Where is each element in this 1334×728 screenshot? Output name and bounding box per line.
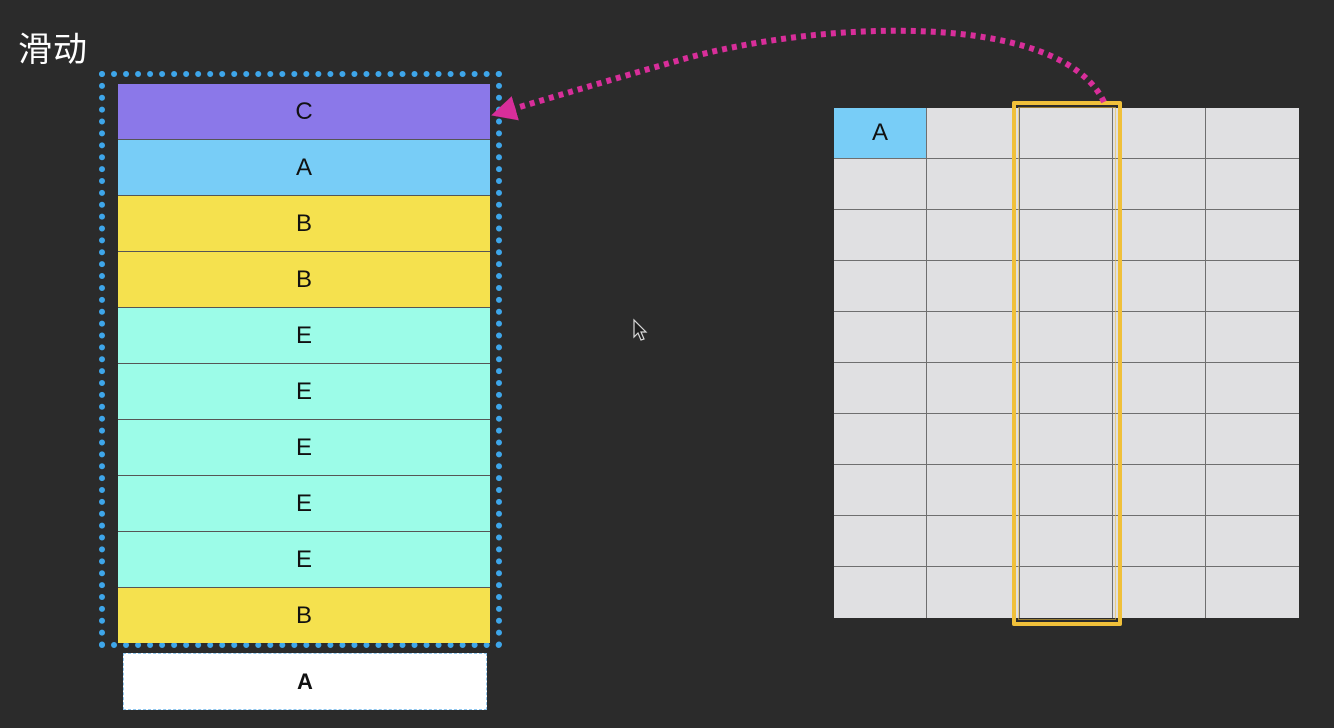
mouse-pointer-icon bbox=[633, 318, 648, 341]
grid-cell-filled: A bbox=[834, 108, 927, 159]
stack-item: A bbox=[118, 140, 490, 196]
grid-cell bbox=[1020, 312, 1113, 363]
next-item-cell: A bbox=[123, 653, 487, 710]
grid-cell bbox=[1206, 261, 1299, 312]
grid-cell bbox=[927, 108, 1020, 159]
grid-cell bbox=[927, 363, 1020, 414]
grid-cell bbox=[1206, 108, 1299, 159]
stack-item: B bbox=[118, 196, 490, 252]
stack-item: E bbox=[118, 476, 490, 532]
grid-cell bbox=[1206, 159, 1299, 210]
grid-cell bbox=[834, 567, 927, 618]
grid-cell bbox=[927, 567, 1020, 618]
column-highlight bbox=[1012, 101, 1122, 626]
grid-cell bbox=[927, 312, 1020, 363]
grid-cell bbox=[834, 312, 927, 363]
grid-cell bbox=[1113, 567, 1206, 618]
grid-cell bbox=[1020, 108, 1113, 159]
grid-cell bbox=[834, 159, 927, 210]
grid-cell bbox=[1206, 414, 1299, 465]
grid-cell bbox=[1020, 261, 1113, 312]
stack-item: C bbox=[118, 84, 490, 140]
grid-cell bbox=[1206, 312, 1299, 363]
grid-cell bbox=[927, 210, 1020, 261]
grid-cell bbox=[1113, 312, 1206, 363]
grid-cell bbox=[1113, 516, 1206, 567]
stack-item: E bbox=[118, 364, 490, 420]
grid-cell bbox=[1113, 210, 1206, 261]
grid-cell bbox=[834, 261, 927, 312]
grid-cell bbox=[834, 363, 927, 414]
grid-cell bbox=[1020, 363, 1113, 414]
grid-cell bbox=[1206, 363, 1299, 414]
grid-cell bbox=[1020, 210, 1113, 261]
grid-cell bbox=[927, 159, 1020, 210]
grid-cell bbox=[1206, 516, 1299, 567]
grid-cell bbox=[1020, 465, 1113, 516]
grid-cell bbox=[1113, 414, 1206, 465]
grid-cell bbox=[1113, 465, 1206, 516]
grid-cell bbox=[1113, 261, 1206, 312]
grid-cell bbox=[1020, 414, 1113, 465]
diagram-title: 滑动 bbox=[18, 30, 88, 70]
grid-cell bbox=[1206, 465, 1299, 516]
grid-cell bbox=[927, 261, 1020, 312]
target-grid: A bbox=[834, 108, 1299, 618]
stack-item: B bbox=[118, 252, 490, 308]
grid-cell bbox=[1020, 567, 1113, 618]
grid-cell bbox=[834, 414, 927, 465]
move-arrow bbox=[491, 27, 1107, 121]
stack-item: E bbox=[118, 308, 490, 364]
stack-item: E bbox=[118, 420, 490, 476]
stack-item: B bbox=[118, 588, 490, 643]
grid-cell bbox=[1113, 159, 1206, 210]
grid-cell bbox=[834, 210, 927, 261]
stack-dotted-frame bbox=[99, 71, 502, 648]
grid-cell bbox=[1113, 363, 1206, 414]
grid-cell bbox=[1020, 516, 1113, 567]
grid-cell bbox=[1113, 108, 1206, 159]
grid-cell bbox=[834, 465, 927, 516]
grid-cell bbox=[927, 414, 1020, 465]
grid-cell bbox=[1206, 210, 1299, 261]
grid-cell bbox=[927, 516, 1020, 567]
grid-cell bbox=[927, 465, 1020, 516]
stack-item: E bbox=[118, 532, 490, 588]
grid-cell bbox=[1020, 159, 1113, 210]
grid-cell bbox=[834, 516, 927, 567]
